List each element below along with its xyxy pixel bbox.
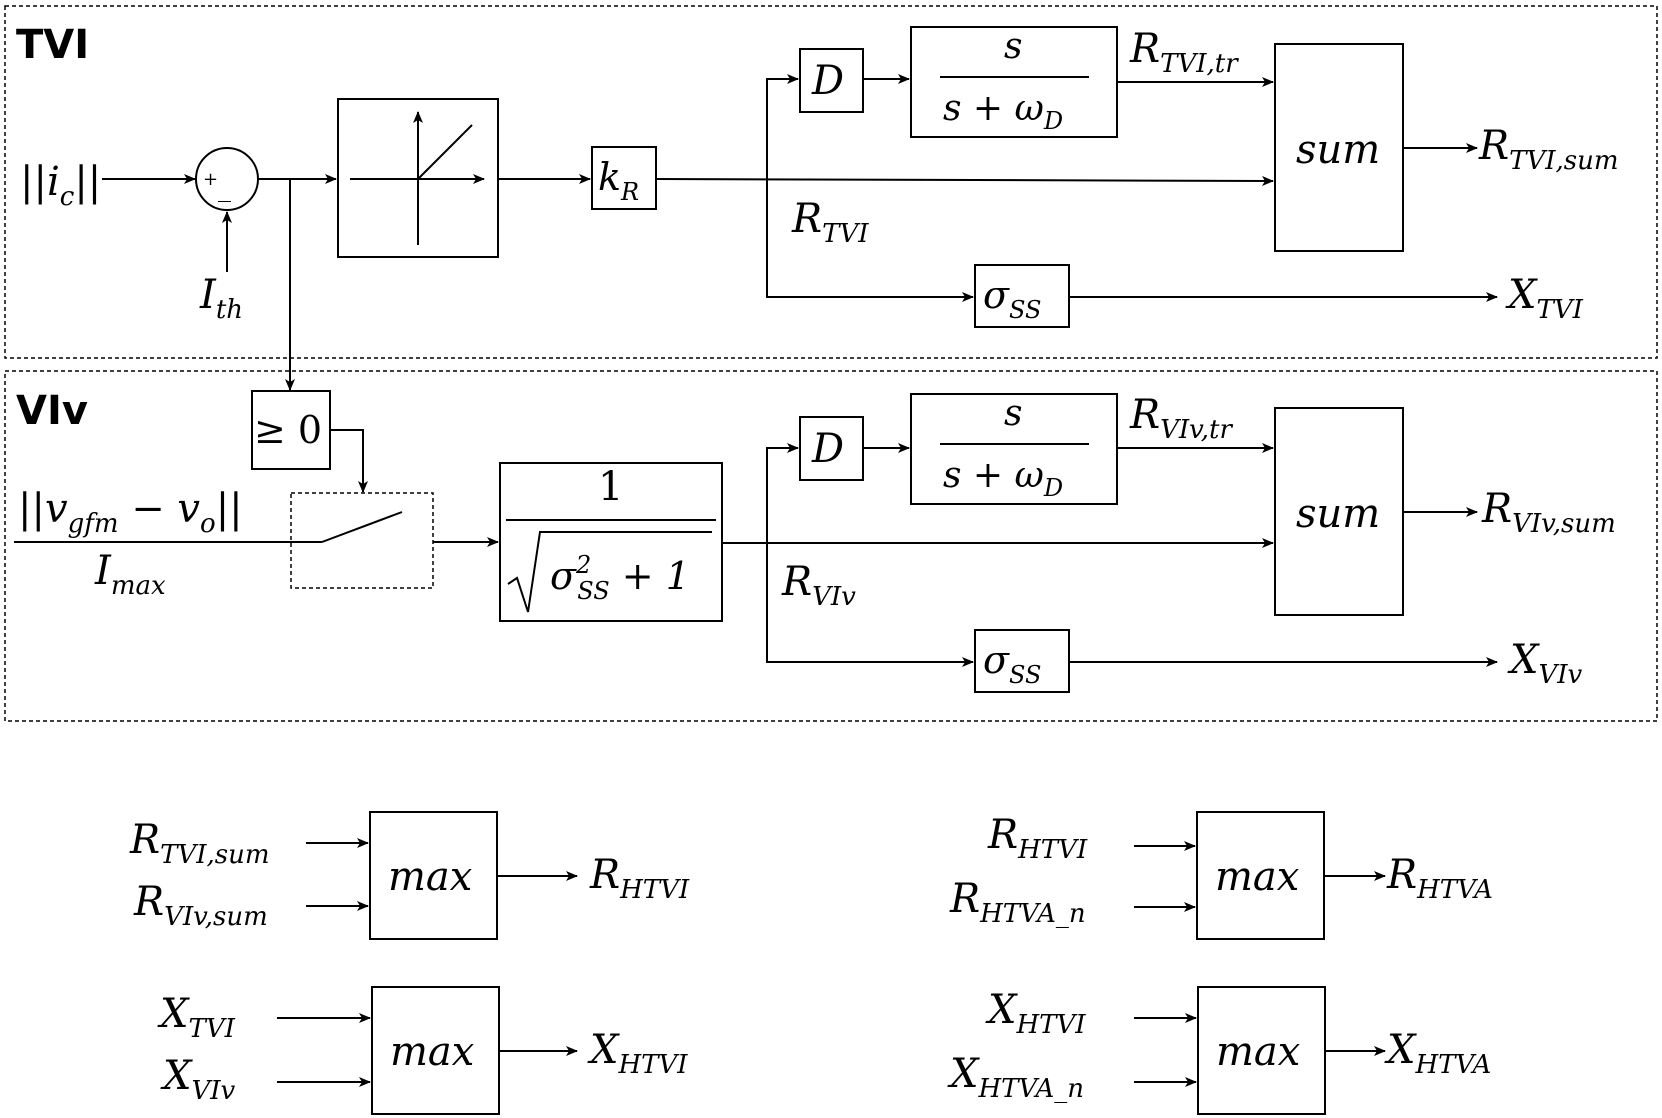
viv-hp-numerator: s [1004, 393, 1022, 434]
viv-region [4, 370, 1658, 722]
r-htva-label: RHTVA [1386, 852, 1493, 905]
x-htva-label: XHTVA [1384, 1027, 1491, 1080]
kr-label: kR [598, 155, 639, 206]
tvi-section-label: TVI [16, 22, 89, 68]
imax-label: Imax [94, 548, 166, 601]
tvi-hp-denominator: s + ωD [943, 88, 1063, 135]
rtvi-to-sigma-wire [766, 179, 974, 302]
rtvi-label: RTVI [791, 196, 869, 249]
voltage-error-numerator: ||vgfm − vo|| [18, 486, 243, 539]
scaling-block [499, 462, 723, 622]
tvi-region [4, 5, 1658, 359]
max4-input1-label: XHTVI [985, 987, 1086, 1040]
ith-label: Ith [199, 272, 243, 325]
max2-label: max [390, 1029, 474, 1075]
switch-contact [321, 511, 403, 543]
tvi-delay-block [799, 48, 864, 113]
max-block-r-htva [1196, 811, 1325, 940]
rviv-tr-label: RVIv,tr [1129, 392, 1233, 445]
max1-input2-label: RVIv,sum [133, 879, 268, 932]
tvi-sum-block [1274, 43, 1404, 252]
tvi-highpass-block [910, 26, 1118, 138]
tvi-delay-label: D [811, 58, 844, 104]
max2-input2-label: XVIv [160, 1053, 236, 1106]
x-htvi-label: XHTVI [587, 1027, 688, 1080]
viv-delay-block [799, 416, 864, 481]
max-block-r-htvi [369, 811, 498, 940]
max1-label: max [388, 854, 472, 900]
rtvi-to-d-wire [766, 74, 799, 179]
check-to-switch-wire [330, 429, 368, 493]
viv-sum-label: sum [1296, 491, 1380, 537]
viv-sum-block [1274, 407, 1404, 616]
max-block-x-htva [1197, 986, 1326, 1115]
plus-sign: + [203, 169, 218, 190]
xviv-label: XVIv [1507, 637, 1583, 690]
rtvi-sum-label: RTVI,sum [1478, 123, 1619, 176]
tvi-sum-label: sum [1296, 127, 1380, 173]
xtvi-label: XTVI [1505, 272, 1584, 325]
r-htvi-label: RHTVI [589, 852, 690, 905]
kr-gain-block [591, 146, 657, 210]
viv-sigma-label: σSS [983, 638, 1041, 689]
viv-section-label: VIv [16, 388, 88, 434]
max1-input1-label: RTVI,sum [129, 817, 270, 870]
viv-delay-label: D [811, 426, 844, 472]
rtvi-tr-label: RTVI,tr [1129, 26, 1239, 79]
viv-hp-denominator: s + ωD [943, 455, 1063, 502]
rviv-to-d-wire [766, 443, 799, 543]
rtvi-to-sum-wire [655, 175, 1274, 186]
rviv-label: RVIv [781, 559, 856, 612]
max3-input1-label: RHTVI [987, 812, 1088, 865]
sqrt-symbol [507, 531, 712, 613]
scaling-numerator: 1 [598, 464, 623, 510]
max4-label: max [1216, 1029, 1300, 1075]
rviv-sum-label: RVIv,sum [1481, 486, 1616, 539]
max2-input1-label: XTVI [157, 991, 236, 1044]
tvi-sigma-label: σSS [983, 273, 1041, 324]
ic-norm-label: ||ic|| [20, 159, 101, 212]
minus-sign: _ [218, 173, 231, 203]
switch-block [290, 492, 434, 589]
nonnegative-check-label: ≥ 0 [254, 408, 322, 452]
max-block-x-htvi [371, 986, 500, 1115]
deadzone-ramp [417, 124, 473, 180]
max3-input2-label: RHTVA_n [949, 876, 1086, 929]
rviv-to-sigma-wire [766, 543, 974, 667]
max4-input2-label: XHTVA_n [947, 1051, 1084, 1104]
tvi-hp-numerator: s [1004, 26, 1022, 67]
max3-label: max [1215, 854, 1299, 900]
tvi-sigma-block [974, 264, 1070, 328]
